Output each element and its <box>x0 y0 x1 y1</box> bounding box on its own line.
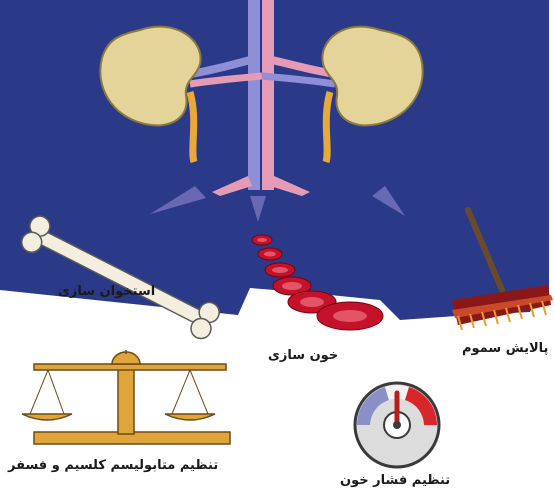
label-blood-formation: خون سازی <box>268 348 338 363</box>
label-toxin-purification: پالایش سموم <box>462 341 548 356</box>
balance-scale-icon <box>22 350 230 444</box>
label-bone-formation: استخوان سازی <box>58 284 155 299</box>
pressure-gauge-icon <box>355 383 439 467</box>
label-calcium-phosphorus: تنظیم متابولیسم کلسیم و فسفر <box>8 458 218 473</box>
label-blood-pressure: تنظیم فشار خون <box>340 473 450 488</box>
